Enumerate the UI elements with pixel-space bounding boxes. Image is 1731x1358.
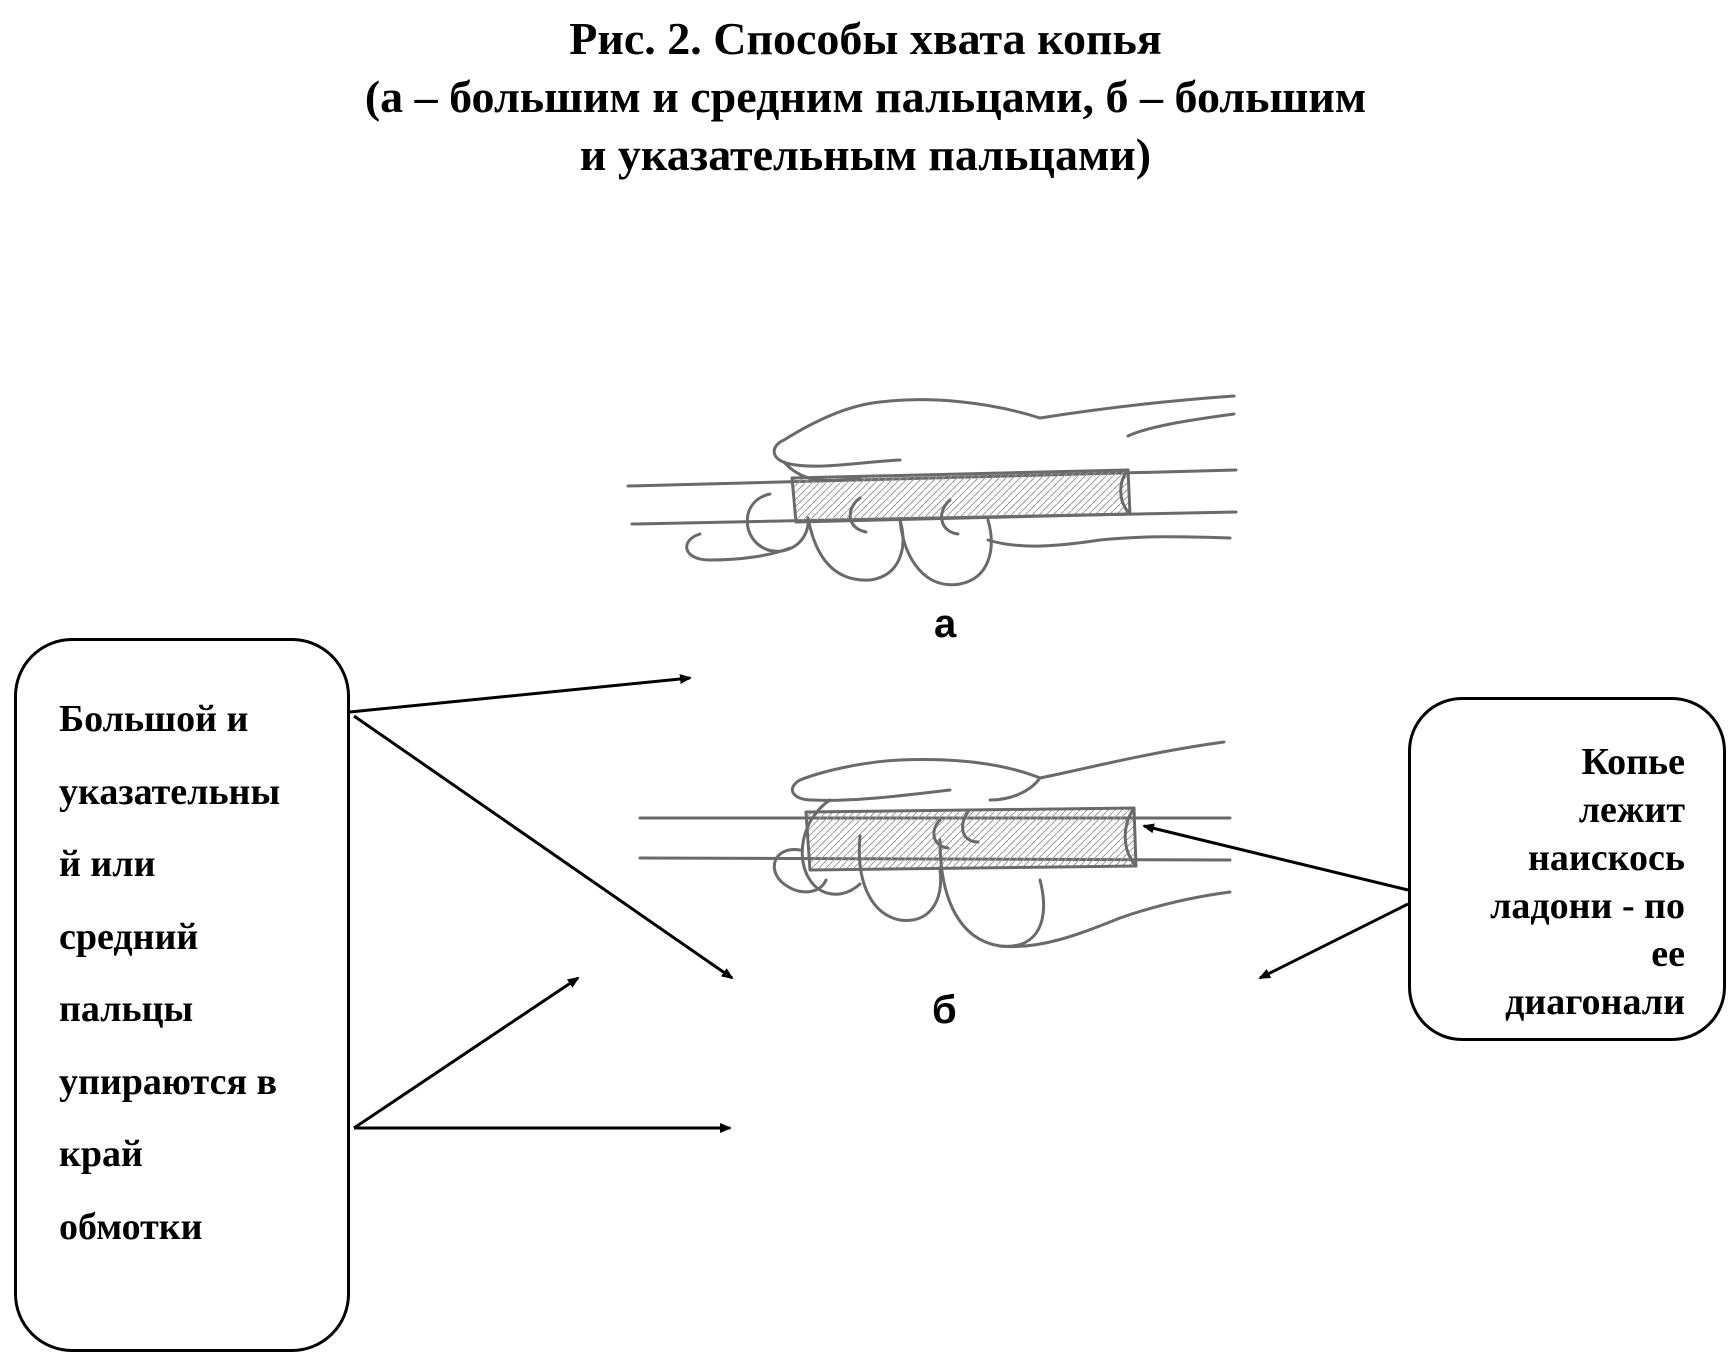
cord-wrapping-a	[790, 468, 1132, 524]
hand-back-b	[790, 740, 1226, 802]
annotation-arrows	[349, 674, 1409, 1133]
grip-illustration-a	[626, 394, 1238, 587]
figure-title: Рис. 2. Способы хвата копья (а – большим…	[0, 10, 1731, 184]
arrow-left-to-fig-b-lower	[353, 976, 580, 1130]
thumb-b	[772, 848, 828, 894]
callout-text-right: Копье лежит наискось ладони - по ее диаг…	[1490, 741, 1685, 1023]
arrow-right-to-wrapping	[1142, 823, 1409, 892]
figure-label-a: а	[934, 602, 957, 646]
cord-wrapping-b	[804, 806, 1138, 872]
fingers-curled-a	[745, 492, 810, 553]
hand-back-a	[772, 394, 1236, 468]
arrow-left-to-fig-b-upper	[353, 714, 734, 980]
title-line-3: и указательным пальцами)	[579, 129, 1152, 180]
title-line-1: Рис. 2. Способы хвата копья	[569, 13, 1162, 64]
arrow-right-to-palm	[1258, 902, 1409, 980]
arrow-left-to-fig-a	[349, 674, 692, 714]
index-finger-a	[782, 460, 862, 483]
title-line-2: (а – большим и средним пальцами, б – бол…	[364, 71, 1367, 122]
grip-illustration-b	[638, 740, 1232, 949]
callout-box-left: Большой и указательны й или средний паль…	[14, 638, 350, 1352]
callout-text-left: Большой и указательны й или средний паль…	[59, 698, 281, 1248]
thumb-a	[685, 532, 792, 562]
fingers-curled-b	[800, 798, 862, 896]
figure-label-b: б	[932, 988, 957, 1032]
callout-box-right: Копье лежит наискось ладони - по ее диаг…	[1408, 697, 1726, 1041]
